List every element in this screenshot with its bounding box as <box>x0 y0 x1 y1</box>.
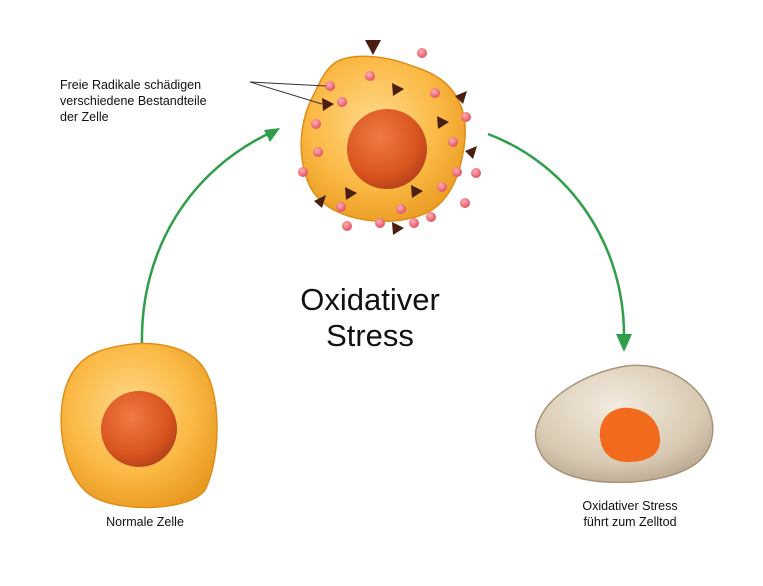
radical-dot <box>460 198 470 208</box>
radical-dot <box>448 137 458 147</box>
radical-triangle <box>314 195 326 208</box>
normal-cell-nucleus <box>101 391 177 467</box>
radical-dot <box>430 88 440 98</box>
radical-dot <box>337 97 347 107</box>
radical-dot <box>336 202 346 212</box>
label-free-radicals: Freie Radikale schädigen verschiedene Be… <box>60 77 280 125</box>
label-cell-death: Oxidativer Stress führt zum Zelltod <box>545 498 715 530</box>
label-cell-death-line1: Oxidativer Stress <box>582 499 678 513</box>
radical-dot <box>409 218 419 228</box>
radical-dot <box>396 204 406 214</box>
radical-dot <box>313 147 323 157</box>
arrow-to-death <box>487 132 626 339</box>
label-cell-death-line2: führt zum Zelltod <box>583 515 677 529</box>
radical-triangle <box>365 40 381 55</box>
radical-triangle <box>437 116 449 129</box>
radical-triangle <box>345 187 357 200</box>
radical-dot <box>365 71 375 81</box>
stressed-cell-nucleus <box>347 109 427 189</box>
dead-cell-nucleus <box>599 407 660 462</box>
radical-dot <box>452 167 462 177</box>
radical-dot <box>461 112 471 122</box>
label-free-radicals-line2: verschiedene Bestandteile <box>60 94 207 108</box>
free-radicals-dots <box>298 48 481 231</box>
radical-dot <box>375 218 385 228</box>
stressed-cell <box>300 55 466 223</box>
title-line2: Stress <box>326 318 414 353</box>
normal-cell <box>60 342 218 509</box>
radical-dot <box>437 182 447 192</box>
arrow-to-stress <box>140 130 273 346</box>
radical-triangle <box>392 222 404 235</box>
radical-dot <box>426 212 436 222</box>
radical-dot <box>298 167 308 177</box>
title-oxidative-stress: Oxidativer Stress <box>270 282 470 354</box>
title-line1: Oxidativer <box>300 282 440 317</box>
leader-line <box>249 81 327 87</box>
radical-dot <box>342 221 352 231</box>
radical-dot <box>471 168 481 178</box>
radical-dot <box>325 81 335 91</box>
arrow-head-to-stress <box>264 128 280 142</box>
radical-triangle <box>411 185 423 198</box>
arrow-head-to-death <box>616 334 632 352</box>
leader-line <box>249 81 323 105</box>
radical-dot <box>417 48 427 58</box>
label-normal-cell: Normale Zelle <box>106 515 184 529</box>
radical-dot <box>311 119 321 129</box>
dead-cell <box>534 364 714 484</box>
radical-triangle <box>322 98 334 111</box>
label-free-radicals-line1: Freie Radikale schädigen <box>60 78 202 92</box>
radical-triangle <box>465 146 477 159</box>
radical-triangle <box>392 83 404 96</box>
label-free-radicals-line3: der Zelle <box>60 110 109 124</box>
free-radicals-triangles <box>314 40 477 235</box>
radical-triangle <box>455 91 467 104</box>
